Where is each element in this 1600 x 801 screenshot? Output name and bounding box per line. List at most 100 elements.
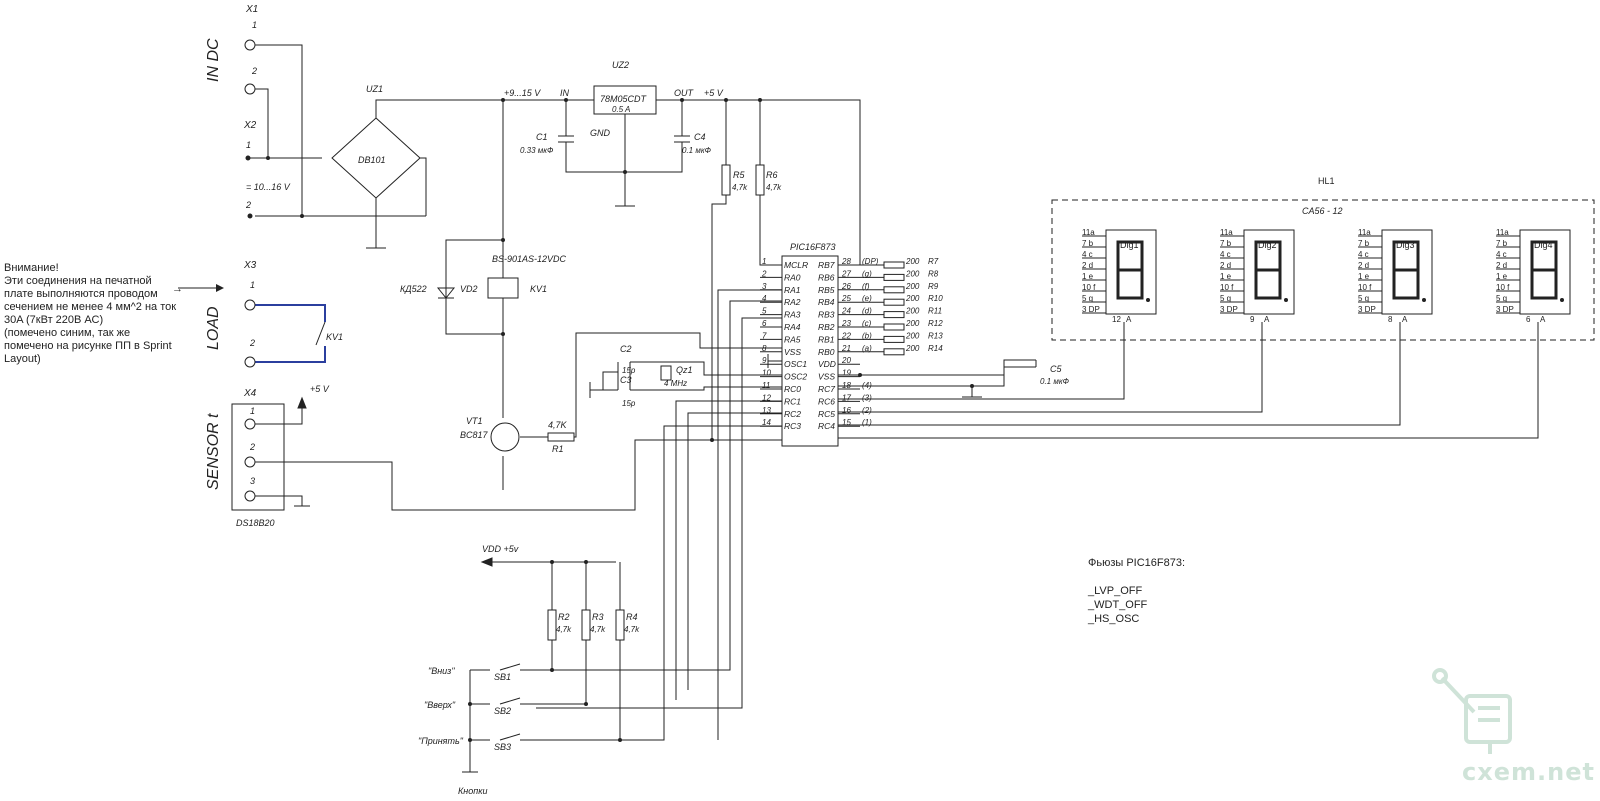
digit-pin-label: 1 e — [1496, 272, 1508, 281]
digit-anode: A — [1264, 315, 1270, 324]
mcu-pin-name: MCLR — [784, 260, 808, 270]
mcu-pin-number: 22 — [841, 331, 851, 340]
r3-label: R3 — [592, 612, 604, 622]
x4-pin3: 3 — [250, 476, 255, 486]
seg-resistor-label: R7 — [928, 257, 939, 266]
reg-part: 78M05CDT — [600, 94, 648, 104]
digit-pin-label: 1 e — [1358, 272, 1370, 281]
mcu-pin-number: 28 — [841, 257, 851, 266]
mcu-pin-number: 6 — [762, 319, 767, 328]
mcu-pin-name: RC2 — [784, 409, 801, 419]
seg-resistor-label: R9 — [928, 282, 939, 291]
watermark-text: cxem.net — [1462, 758, 1595, 786]
digit-pin-label: 5 g — [1082, 294, 1093, 303]
digit-pin-label: 3 DP — [1082, 305, 1100, 314]
kd522-label: КД522 — [400, 284, 427, 294]
x1-label: X1 — [245, 4, 258, 15]
r4-value: 4,7k — [624, 625, 640, 634]
c3-value: 15p — [622, 399, 636, 408]
sensor-part: DS18B20 — [236, 518, 275, 528]
mcu-pin-number: 16 — [842, 406, 851, 415]
x3-pin2: 2 — [249, 338, 255, 348]
digit-pin-label: 1 e — [1220, 272, 1232, 281]
fuse-item: _LVP_OFF — [1088, 585, 1143, 597]
fuses-title: Фьюзы PIC16F873: — [1088, 557, 1186, 569]
digit-name: Dig4 — [1534, 240, 1553, 250]
digit-pin-label: 5 g — [1496, 294, 1507, 303]
digit-pin-label: 11a — [1082, 228, 1095, 237]
r3-value: 4,7k — [590, 625, 606, 634]
mcu-label: PIC16F873 — [790, 242, 836, 252]
mcu-pin-number: 14 — [762, 418, 771, 427]
fuse-item: _HS_OSC — [1088, 613, 1140, 625]
seg-resistor — [883, 298, 905, 306]
digit-pin-label: 4 c — [1220, 250, 1231, 259]
mcu-pin-number: 13 — [762, 406, 771, 415]
load-label: LOAD — [205, 306, 222, 350]
r6-label: R6 — [766, 170, 778, 180]
mcu-pin-name: RB3 — [818, 310, 835, 320]
btn-up-label: "Вверх" — [424, 700, 456, 710]
mcu-pin-number: 17 — [842, 393, 851, 402]
qz1-label: Qz1 — [676, 365, 693, 375]
vt1-part: BC817 — [460, 430, 489, 440]
mcu-pin-name: RB4 — [818, 297, 835, 307]
r5-label: R5 — [733, 170, 745, 180]
c1-label: C1 — [536, 132, 548, 142]
seg-resistor — [883, 323, 905, 331]
mcu-pin-segment: (a) — [862, 344, 872, 353]
r1-label: R1 — [552, 444, 564, 454]
c1-value: 0.33 мкФ — [520, 146, 554, 155]
digit-body — [1519, 229, 1571, 315]
digit-pin-label: 7 b — [1358, 239, 1370, 248]
digit-pin-label: 3 DP — [1358, 305, 1376, 314]
digit-name: Dig1 — [1120, 240, 1139, 250]
mcu-pin-number: 18 — [842, 381, 851, 390]
mcu-pin-number: 20 — [841, 356, 851, 365]
seg-resistor-label: R13 — [928, 331, 943, 340]
mcu-pin-name: RC4 — [818, 421, 835, 431]
seg-resistor — [883, 273, 905, 281]
digit-pin-label: 3 DP — [1496, 305, 1514, 314]
mcu-pin-name: OSC1 — [784, 359, 807, 369]
vt1-label: VT1 — [466, 416, 483, 426]
digit-name: Dig2 — [1258, 240, 1277, 250]
c4-value: 0.1 мкФ — [682, 146, 712, 155]
mcu-pin-number: 2 — [761, 269, 767, 278]
r1-value: 4,7K — [548, 420, 568, 430]
digit-name: Dig3 — [1396, 240, 1415, 250]
digit-anode: A — [1402, 315, 1408, 324]
reg-out: OUT — [674, 88, 695, 98]
digit-common-pin: 6 — [1526, 315, 1531, 324]
mcu-pin-number: 26 — [841, 282, 851, 291]
mcu-pin-number: 27 — [841, 269, 851, 278]
uz2-label: UZ2 — [612, 60, 629, 70]
sb1-label: SB1 — [494, 672, 511, 682]
mcu-pin-name: RA3 — [784, 310, 801, 320]
digit-pin-label: 2 d — [1496, 261, 1507, 270]
digit-pin-label: 5 g — [1358, 294, 1369, 303]
seg-resistor-value: 200 — [905, 307, 920, 316]
c5-value: 0.1 мкФ — [1040, 377, 1070, 386]
digit-pin-label: 7 b — [1082, 239, 1094, 248]
reg-in: IN — [560, 88, 570, 98]
c5-label: C5 — [1050, 364, 1062, 374]
digit-pin-label: 2 d — [1082, 261, 1093, 270]
x4-pin1: 1 — [250, 406, 255, 416]
seg-resistor-value: 200 — [905, 269, 920, 278]
digit-anode: A — [1126, 315, 1132, 324]
x4-pin2: 2 — [249, 442, 255, 452]
digit-pin-label: 3 DP — [1220, 305, 1238, 314]
c4-label: C4 — [694, 132, 706, 142]
mcu-pin-number: 5 — [762, 307, 767, 316]
v-in-label: +9...15 V — [504, 88, 541, 98]
digit-pin-label: 7 b — [1220, 239, 1232, 248]
seg-resistor-label: R10 — [928, 294, 943, 303]
mcu-pin-name: VSS — [818, 372, 835, 382]
seg-resistor-label: R12 — [928, 319, 943, 328]
mcu-pin-segment: (e) — [862, 294, 872, 303]
digit-body — [1381, 229, 1433, 315]
seg-resistor-value: 200 — [905, 344, 920, 353]
sensor-label: SENSOR t — [205, 413, 222, 490]
